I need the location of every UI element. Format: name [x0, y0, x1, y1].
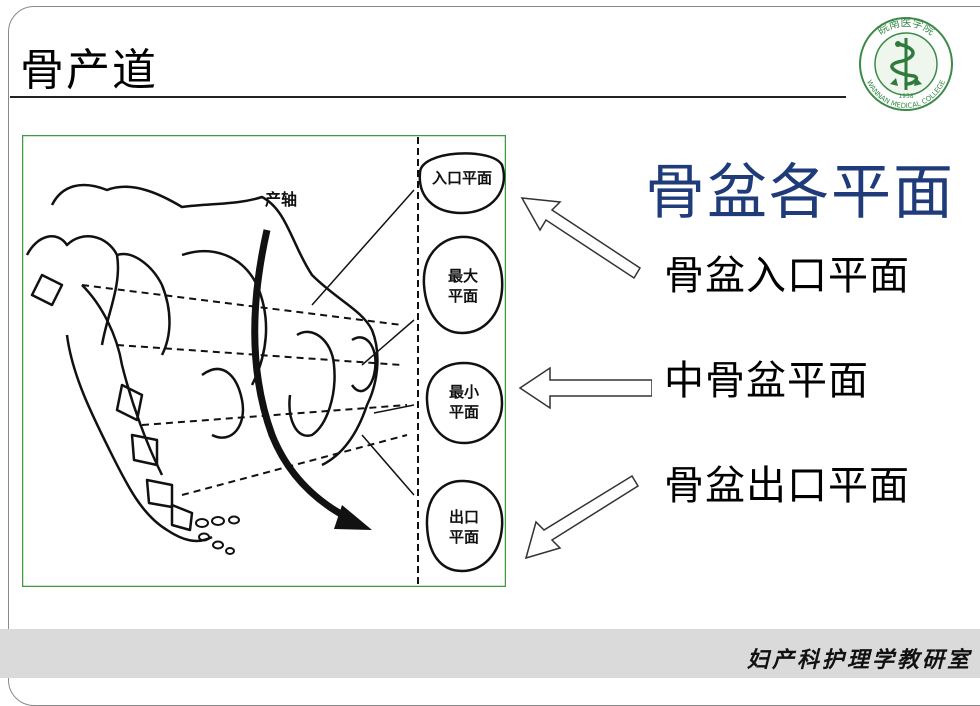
plane-label-mid: 中骨盆平面	[664, 358, 869, 404]
hollow-arrow-icon	[524, 474, 640, 560]
plane-label-inlet: 骨盆入口平面	[664, 253, 910, 299]
birth-axis-label: 产轴	[265, 190, 297, 209]
oval-text-smallest-2: 平面	[449, 403, 479, 421]
pelvis-diagram: 产轴 入口平面 最大 平面 最小 平面 出口 平面	[22, 135, 506, 587]
footer-text: 妇产科护理学教研室	[746, 647, 972, 673]
svg-text:皖南医学院: 皖南医学院	[875, 15, 938, 37]
plane-oval-inlet: 入口平面	[418, 152, 506, 215]
plane-oval-largest: 最大 平面	[422, 235, 504, 335]
oval-text-inlet: 入口平面	[432, 169, 492, 187]
plane-oval-outlet: 出口 平面	[425, 479, 504, 573]
plane-lines	[81, 284, 408, 496]
college-logo: 皖南医学院 WANNAN MEDICAL COLLEGE 1958	[859, 15, 953, 111]
oval-text-outlet-2: 平面	[449, 528, 479, 546]
birth-axis-arrow	[251, 229, 372, 530]
oval-text-smallest-1: 最小	[449, 383, 479, 401]
plane-oval-smallest: 最小 平面	[425, 361, 504, 445]
footer-bar: 妇产科护理学教研室	[0, 629, 980, 678]
oval-text-outlet-1: 出口	[449, 508, 479, 526]
caduceus-icon	[890, 38, 922, 90]
logo-text-top: 皖南医学院	[875, 15, 938, 37]
hollow-arrow-icon	[520, 197, 642, 280]
hollow-arrow-icon	[518, 366, 652, 410]
coccyx-segments	[195, 515, 240, 555]
oval-text-largest-2: 平面	[448, 287, 478, 305]
section-heading: 骨盆各平面	[645, 158, 955, 228]
plane-label-outlet: 骨盆出口平面	[664, 463, 910, 509]
slide-title: 骨产道	[20, 45, 158, 96]
pointer-lines	[311, 189, 415, 496]
oval-text-largest-1: 最大	[448, 267, 478, 285]
pointer-arrows	[518, 197, 652, 560]
logo-year: 1958	[898, 93, 913, 100]
title-divider	[10, 96, 846, 98]
